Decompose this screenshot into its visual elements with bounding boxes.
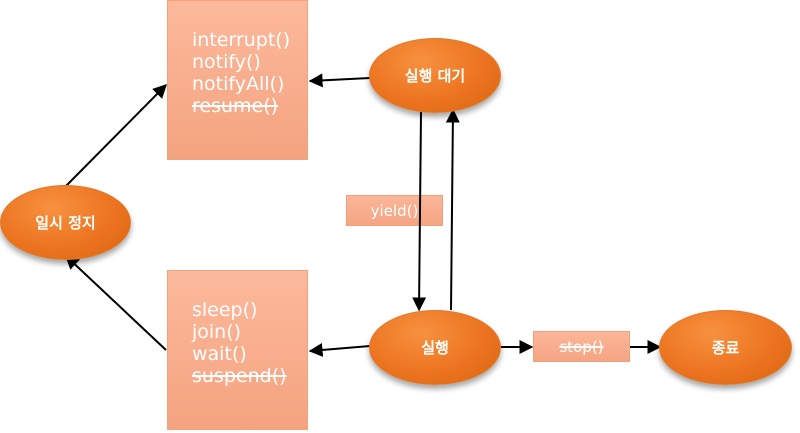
resume-methods-box: interrupt() notify() notifyAll() resume(… (167, 0, 308, 160)
method-sleep: sleep() (192, 299, 258, 321)
method-wait: wait() (192, 343, 247, 365)
method-suspend: suspend() (192, 365, 287, 387)
state-running-node: 실행 (369, 310, 501, 385)
method-interrupt: interrupt() (192, 29, 291, 51)
yield-label-text: yield() (370, 201, 419, 220)
method-notifyall: notifyAll() (192, 73, 285, 95)
arrow-paused-to-resume (63, 84, 167, 189)
state-running-label: 실행 (421, 339, 449, 357)
state-paused-node: 일시 정지 (0, 185, 131, 260)
yield-label: yield() (346, 195, 443, 226)
state-terminated-label: 종료 (711, 339, 740, 357)
pause-methods-box: sleep() join() wait() suspend() (167, 270, 308, 430)
state-waiting-node: 실행 대기 (369, 38, 501, 113)
stop-label: stop() (533, 331, 630, 362)
arrow-waiting-to-running (412, 111, 427, 312)
arrow-waiting-to-resume (308, 73, 371, 88)
state-paused-label: 일시 정지 (35, 214, 96, 232)
state-terminated-node: 종료 (659, 310, 792, 385)
method-notify: notify() (192, 51, 261, 73)
method-join: join() (192, 321, 242, 343)
state-waiting-label: 실행 대기 (404, 67, 466, 85)
arrow-pause-to-paused (64, 255, 167, 351)
method-resume: resume() (192, 95, 279, 117)
arrow-running-to-waiting (445, 108, 460, 311)
stop-label-text: stop() (559, 337, 604, 356)
arrow-running-to-pause (308, 342, 371, 357)
